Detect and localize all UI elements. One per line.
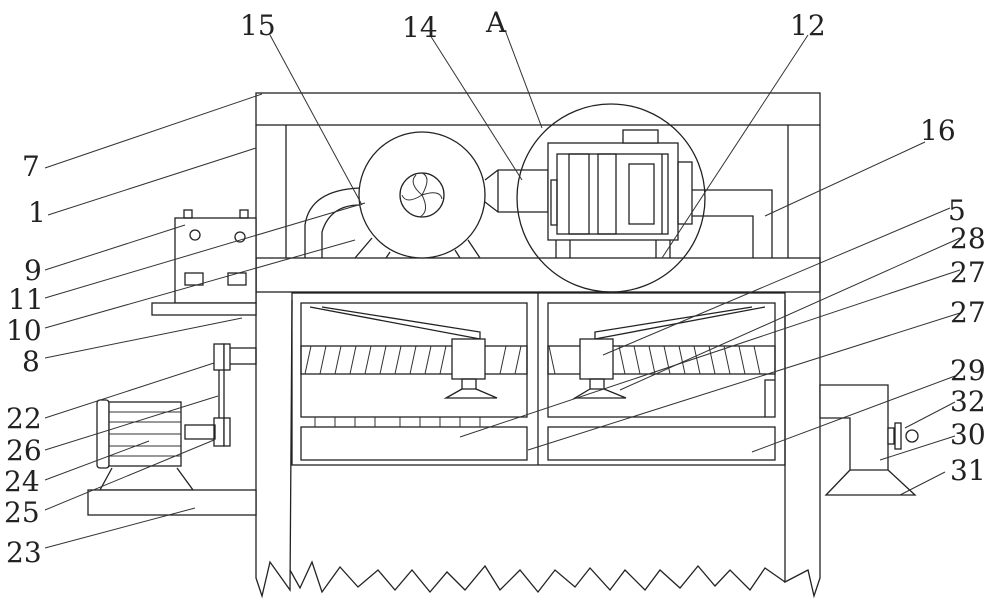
valve-knob-icon — [906, 430, 918, 442]
label-16: 16 — [920, 114, 956, 147]
label-23: 23 — [6, 536, 42, 569]
reference-labels: 15 14 A 12 7 1 16 9 5 11 28 10 27 8 27 2… — [4, 6, 986, 569]
label-11: 11 — [8, 283, 44, 316]
label-24: 24 — [4, 465, 40, 498]
label-14: 14 — [402, 11, 438, 44]
label-28: 28 — [950, 222, 986, 255]
motor-drive — [88, 344, 256, 515]
exhaust-outlet — [820, 385, 918, 495]
filter-unit — [485, 104, 772, 292]
label-27-a: 27 — [950, 256, 986, 289]
label-a: A — [485, 6, 507, 39]
label-7: 7 — [22, 150, 40, 183]
label-30: 30 — [950, 418, 986, 451]
label-10: 10 — [6, 314, 42, 347]
label-27-b: 27 — [950, 296, 986, 329]
fan-assembly — [305, 132, 485, 258]
label-22: 22 — [6, 402, 42, 435]
label-1: 1 — [28, 196, 46, 229]
outlet-duct — [692, 190, 772, 258]
label-8: 8 — [22, 345, 40, 378]
top-cover-panel — [256, 93, 820, 125]
label-12: 12 — [790, 9, 826, 42]
label-15: 15 — [240, 9, 276, 42]
control-box — [152, 210, 256, 315]
label-31: 31 — [950, 454, 986, 487]
treatment-chamber — [292, 293, 785, 465]
label-25: 25 — [4, 496, 40, 529]
label-32: 32 — [950, 385, 986, 418]
label-26: 26 — [6, 434, 42, 467]
nozzle-left — [310, 307, 497, 398]
label-29: 29 — [950, 354, 986, 387]
leader-lines — [45, 30, 960, 548]
